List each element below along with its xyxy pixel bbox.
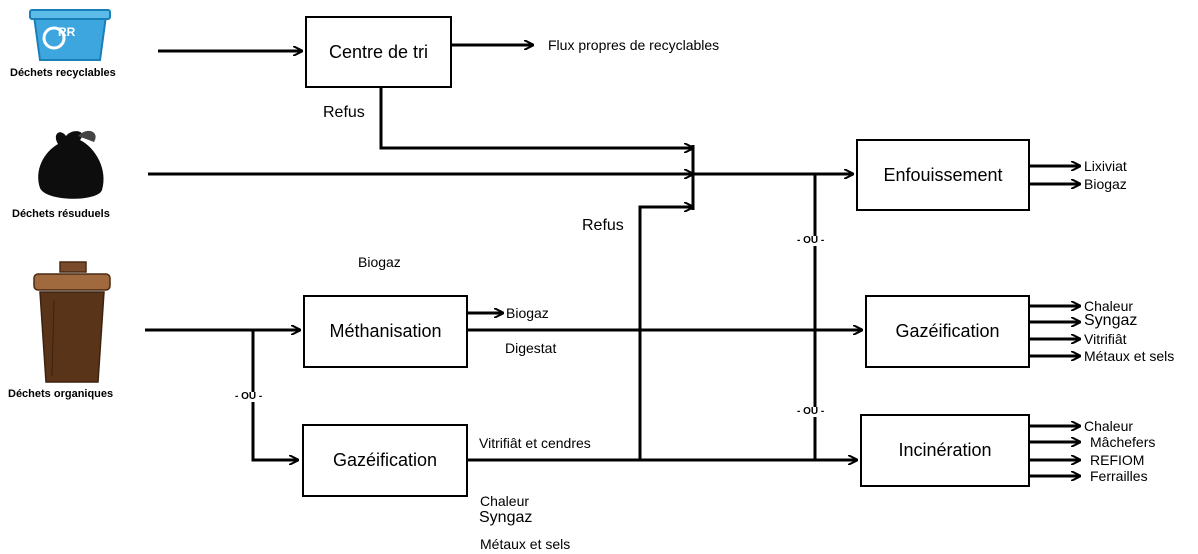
ou-marker-lower: - OU - — [795, 406, 827, 417]
output-inc-1: Mâchefers — [1090, 434, 1156, 450]
digestat-label: Digestat — [505, 340, 557, 356]
output-inc-0: Chaleur — [1084, 418, 1134, 434]
output-gaz-0: Chaleur — [1084, 298, 1134, 314]
biogaz-meth-label: Biogaz — [506, 305, 549, 321]
gazeification-right-box: Gazéification — [865, 295, 1030, 368]
refus-mid-label: Refus — [582, 217, 624, 234]
source-recyclables: Déchets recyclables — [10, 67, 116, 79]
garbage-bag-icon — [38, 130, 104, 199]
chaleur-bottom-label: Chaleur — [480, 493, 530, 509]
enfouissement-box: Enfouissement — [856, 139, 1030, 211]
output-gaz-1: Syngaz — [1084, 312, 1138, 329]
source-residuels: Déchets résuduels — [12, 208, 110, 220]
ou-marker-upper: - OU - — [795, 235, 827, 246]
syngaz-bottom-label: Syngaz — [479, 509, 533, 526]
source-organiques: Déchets organiques — [8, 388, 114, 400]
refus-top-label: Refus — [323, 104, 365, 121]
metaux-bottom-label: Métaux et sels — [480, 536, 571, 552]
organic-bin-icon — [33, 261, 111, 383]
output-inc-2: REFIOM — [1090, 452, 1145, 468]
output-enf-1: Biogaz — [1084, 176, 1127, 192]
output-enf-0: Lixiviat — [1084, 158, 1127, 174]
biogaz-floating-label: Biogaz — [358, 254, 401, 270]
flux-propres-label: Flux propres de recyclables — [548, 37, 720, 53]
incineration-box: Incinération — [860, 414, 1030, 487]
vitrifiat-cendres-label: Vitrifiât et cendres — [479, 435, 591, 451]
methanisation-box: Méthanisation — [303, 295, 468, 368]
recycling-bin-icon — [29, 9, 111, 61]
output-inc-3: Ferrailles — [1090, 468, 1148, 484]
centre-de-tri-box: Centre de tri — [305, 16, 452, 88]
ou-marker-left: - OU - — [233, 391, 265, 402]
bin-logo-text: RR — [58, 25, 76, 39]
output-gaz-2: Vitrifiât — [1084, 331, 1127, 347]
output-gaz-3: Métaux et sels — [1084, 348, 1175, 364]
gazeification-left-box: Gazéification — [302, 424, 468, 497]
